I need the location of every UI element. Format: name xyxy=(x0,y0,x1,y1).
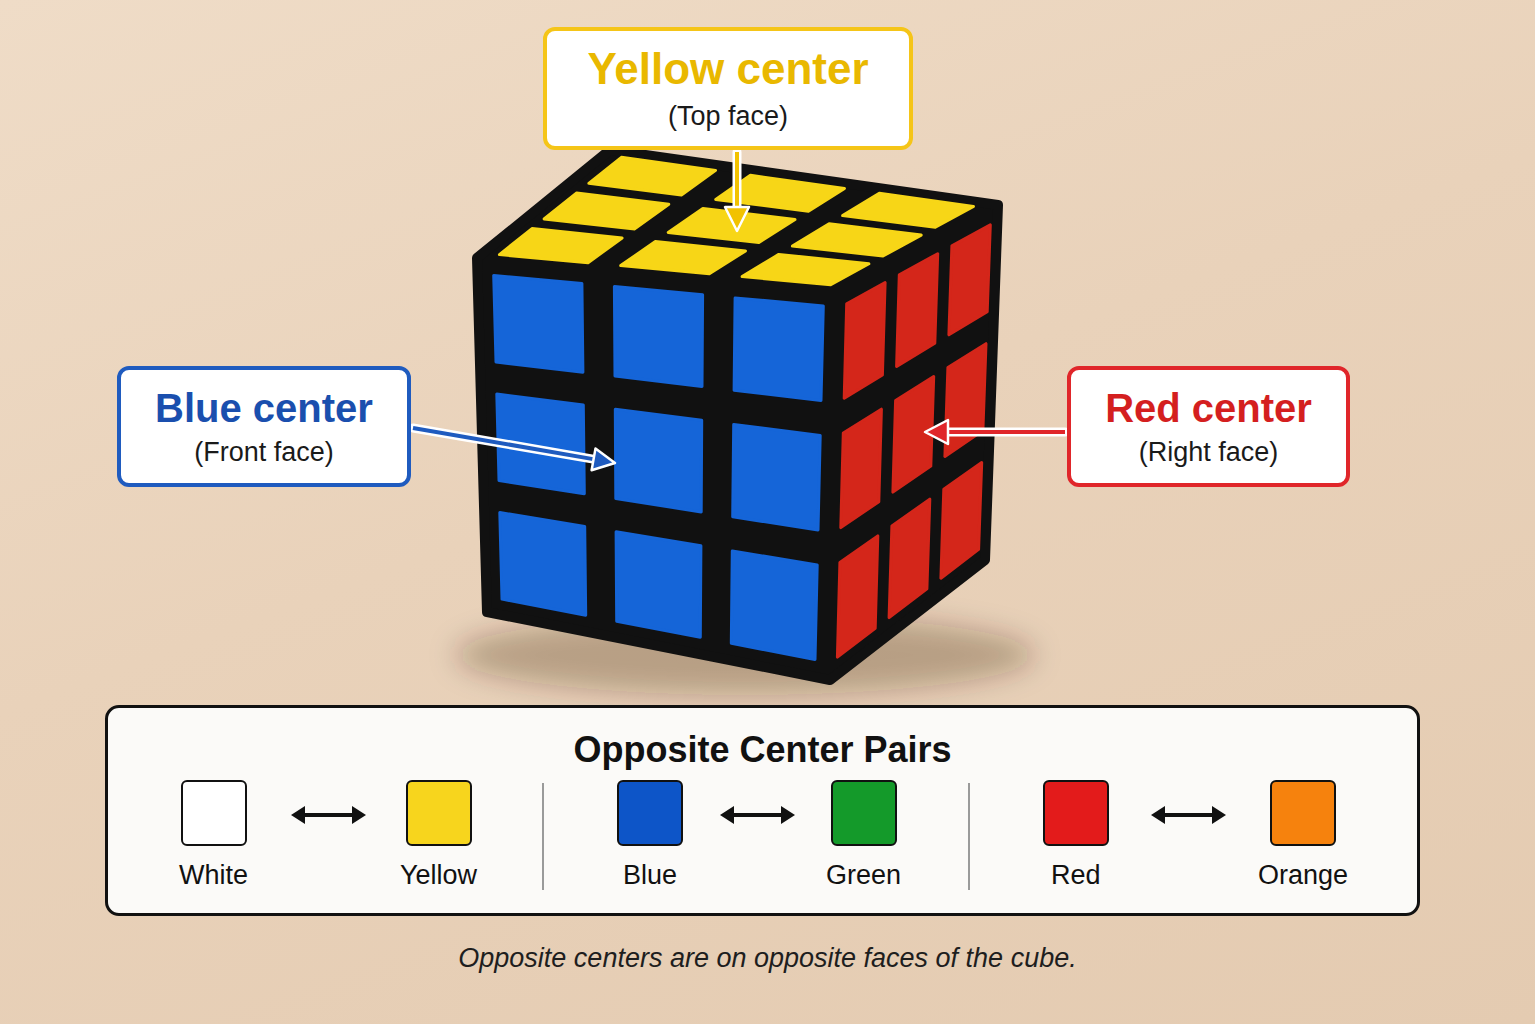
right-sticker xyxy=(844,283,885,399)
right-sticker xyxy=(941,463,982,579)
legend-panel: Opposite Center PairsWhite Yellow Blue Gree… xyxy=(105,705,1420,916)
top-sticker xyxy=(843,193,974,227)
box-subtitle: (Right face) xyxy=(1139,438,1279,468)
divider xyxy=(968,783,970,890)
box-subtitle: (Top face) xyxy=(668,102,788,132)
box-heading: Opposite Center Pairs xyxy=(573,730,951,770)
legend-label: Orange xyxy=(1258,861,1348,891)
box-subtitle: (Front face) xyxy=(194,438,334,468)
callout-box: Yellow center (Top face) xyxy=(543,27,913,150)
caption: Opposite centers are on opposite faces o… xyxy=(0,944,1535,974)
top-sticker xyxy=(544,193,669,229)
right-sticker xyxy=(841,409,882,527)
leader-arrow-red xyxy=(925,420,1065,444)
legend-label: Yellow xyxy=(400,861,477,891)
front-sticker xyxy=(616,532,701,638)
double-arrow xyxy=(720,806,795,824)
right-sticker xyxy=(889,499,930,617)
top-sticker xyxy=(792,224,921,256)
cube-body xyxy=(477,150,998,680)
callout-box: Blue center (Front face) xyxy=(117,366,411,487)
legend-label: White xyxy=(179,861,248,891)
leader-arrow-blue xyxy=(413,428,615,470)
top-sticker xyxy=(589,157,716,195)
right-sticker xyxy=(837,536,877,657)
right-sticker xyxy=(949,225,990,335)
right-sticker xyxy=(945,344,986,457)
callout-box: Red center (Right face) xyxy=(1067,366,1350,487)
divider xyxy=(542,783,544,890)
right-sticker xyxy=(897,254,938,367)
front-sticker xyxy=(500,513,586,616)
top-sticker xyxy=(499,229,622,263)
legend-label: Green xyxy=(826,861,901,891)
front-sticker xyxy=(615,409,701,512)
double-arrow xyxy=(291,806,366,824)
front-sticker xyxy=(733,424,821,530)
legend-swatch xyxy=(406,780,472,846)
double-arrow xyxy=(1151,806,1226,824)
box-heading: Blue center xyxy=(155,386,373,430)
top-sticker xyxy=(621,242,746,274)
cube-illustration xyxy=(477,150,998,680)
front-sticker xyxy=(731,551,817,660)
legend-swatch xyxy=(181,780,247,846)
legend-swatch xyxy=(617,780,683,846)
front-sticker xyxy=(614,287,702,387)
top-sticker xyxy=(742,254,869,284)
legend-label: Red xyxy=(1051,861,1101,891)
box-heading: Yellow center xyxy=(587,45,868,93)
legend-swatch xyxy=(831,780,897,846)
legend-label: Blue xyxy=(623,861,677,891)
front-sticker xyxy=(734,298,823,401)
legend-swatch xyxy=(1270,780,1336,846)
front-sticker xyxy=(494,275,583,372)
legend-swatch xyxy=(1043,780,1109,846)
box-heading: Red center xyxy=(1105,386,1312,430)
panel-ground xyxy=(106,706,1419,915)
leader-arrow-yellow xyxy=(725,152,749,231)
